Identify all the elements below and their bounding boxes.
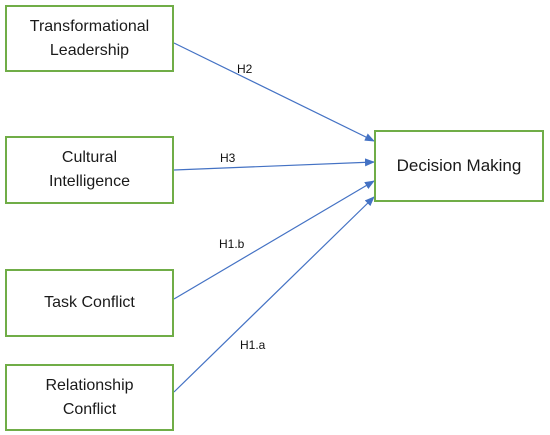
node-label: Decision Making <box>396 156 522 175</box>
node-label: Cultural Intelligence <box>49 149 130 190</box>
node-task-conflict: Task Conflict <box>5 269 174 337</box>
node-label: Relationship Conflict <box>45 376 134 418</box>
edge-label-h1b: H1.b <box>219 237 245 251</box>
node-cultural-intelligence: Cultural Intelligence <box>5 136 174 204</box>
node-label: Task Conflict <box>44 294 135 311</box>
node-transformational-leadership: Transformational Leadership <box>5 5 174 72</box>
edge-label-h2: H2 <box>237 62 253 76</box>
node-relationship-conflict: Relationship Conflict <box>5 364 174 431</box>
edge-label-h1a: H1.a <box>240 338 266 352</box>
node-label: Transformational Leadership <box>29 17 150 59</box>
arrow-h2 <box>173 42 375 142</box>
edge-label-h3: H3 <box>220 151 236 165</box>
arrow-h1a <box>173 196 375 393</box>
node-decision-making: Decision Making <box>374 130 544 202</box>
arrow-h1b <box>173 180 375 300</box>
arrow-h3 <box>173 158 375 171</box>
